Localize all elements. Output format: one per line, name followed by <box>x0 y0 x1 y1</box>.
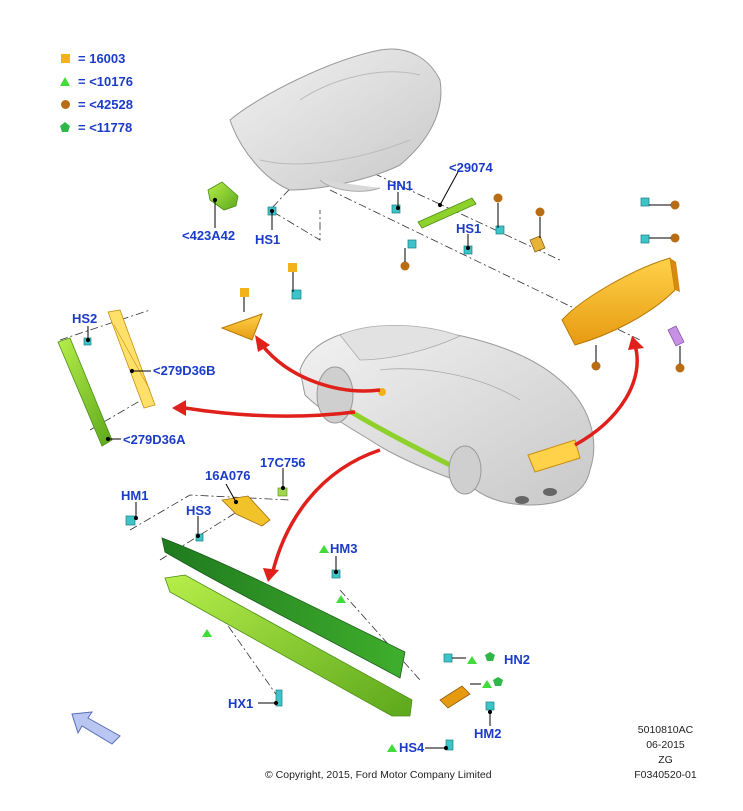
bracket-423A42 <box>207 181 239 211</box>
square-icon <box>58 51 72 65</box>
label-leaders <box>85 171 681 751</box>
view-direction-arrow <box>71 711 121 745</box>
legend-text: = <box>78 50 90 66</box>
copyright-text: © Copyright, 2015, Ford Motor Company Li… <box>265 769 492 781</box>
legend-text: = <box>78 96 90 112</box>
strip-29074 <box>417 197 477 229</box>
label-hx1: HX1 <box>228 696 254 711</box>
label-17C756: 17C756 <box>260 455 306 470</box>
legend-value: <42528 <box>89 96 133 112</box>
legend-item-circle: = <42528 <box>58 95 133 113</box>
label-16A076: 16A076 <box>205 468 251 483</box>
legend-item-square: = 16003 <box>58 49 125 67</box>
callout-arrowheads <box>172 335 644 582</box>
label-hm3: HM3 <box>330 541 358 556</box>
label-hs1-right: HS1 <box>456 221 482 236</box>
triangle-icon <box>58 74 72 88</box>
label-29074: <29074 <box>449 160 493 175</box>
legend-value: 16003 <box>89 50 126 66</box>
label-hs2: HS2 <box>72 311 98 326</box>
label-hn1: HN1 <box>387 178 414 193</box>
label-423A42: <423A42 <box>182 228 236 243</box>
legend-item-pentagon: = <11778 <box>58 118 132 136</box>
label-279D36B: <279D36B <box>153 363 216 378</box>
marker-squares <box>240 263 297 297</box>
doc-id: 5010810AC <box>637 724 694 736</box>
doc-date: 06-2015 <box>646 739 685 751</box>
doc-code: ZG <box>658 754 673 766</box>
quarter-panel-wedge <box>220 313 263 341</box>
label-hm1: HM1 <box>121 488 149 503</box>
marker-triangles <box>202 545 492 752</box>
spoiler-end-cap-purple <box>667 325 685 347</box>
label-hn2: HN2 <box>504 652 531 667</box>
legend-value: <10176 <box>89 73 133 89</box>
label-hs4: HS4 <box>399 740 425 755</box>
rocker-panel-upper <box>161 537 406 679</box>
pentagon-icon <box>58 120 72 134</box>
legend-text: = <box>78 119 90 135</box>
rocker-panel-lower <box>164 574 413 717</box>
circle-icon <box>58 97 72 111</box>
legend-item-triangle: = <10176 <box>58 72 133 90</box>
label-hm2: HM2 <box>474 726 502 741</box>
callout-arrows <box>184 343 639 576</box>
deck-lid <box>229 48 442 192</box>
bracket-16A076 <box>221 495 271 527</box>
spoiler-clip <box>529 235 546 253</box>
label-hs3: HS3 <box>186 503 212 518</box>
rear-spoiler <box>561 257 680 346</box>
marker-circles <box>400 193 685 373</box>
label-hs1-left: HS1 <box>255 232 281 247</box>
marker-pentagons <box>485 652 503 686</box>
legend-text: = <box>78 73 90 89</box>
label-279D36A: <279D36A <box>123 432 186 447</box>
bracket-hn2-area <box>439 685 471 709</box>
figure-number: F0340520-01 <box>634 769 697 781</box>
legend-value: <11778 <box>89 119 133 135</box>
rocker-molding-279D36A <box>57 337 113 447</box>
car-body <box>299 324 595 506</box>
rocker-molding-279D36B <box>107 309 156 409</box>
